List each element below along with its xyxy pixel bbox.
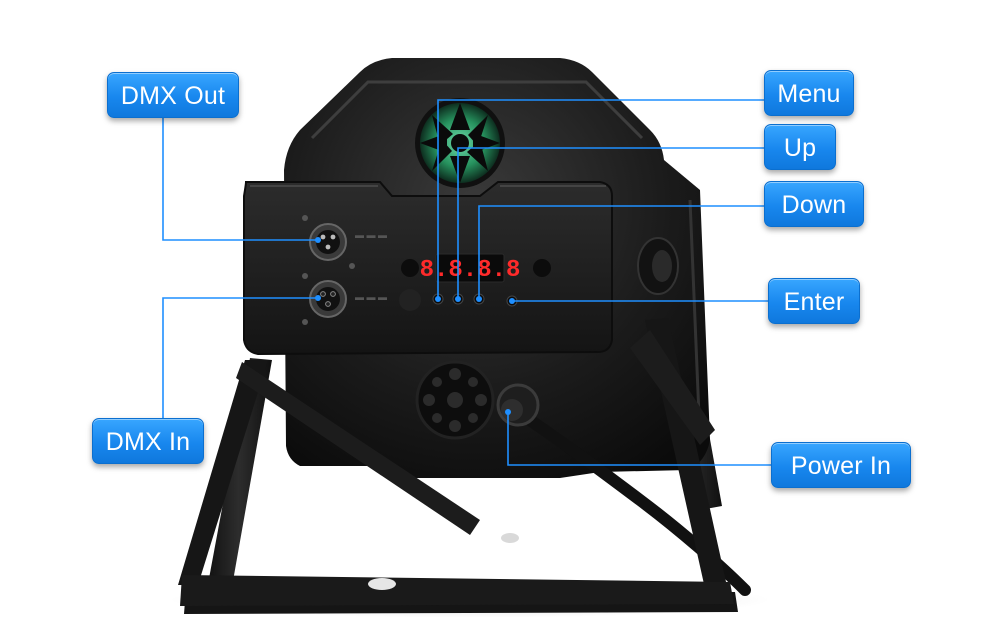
leader-menu xyxy=(437,99,764,299)
dmx-out-connector: ▬ ▬ ▬ xyxy=(302,215,387,269)
leader-dmx-out xyxy=(162,116,318,241)
menu-label: Menu xyxy=(764,70,854,116)
sound-sensor-grille xyxy=(399,259,551,311)
leader-lines xyxy=(162,99,771,466)
leader-dmx-in xyxy=(162,297,318,418)
display-digits: 8.8.8.8 xyxy=(420,257,521,284)
down-label: Down xyxy=(764,181,864,227)
svg-text:▬ ▬ ▬: ▬ ▬ ▬ xyxy=(355,292,387,302)
up-label: Up xyxy=(764,124,836,170)
top-cooling-fan xyxy=(415,98,505,188)
enter-label: Enter xyxy=(768,278,860,324)
power-in-label: Power In xyxy=(771,442,911,488)
bracket-knob xyxy=(637,237,679,295)
dmx-in-connector: ▬ ▬ ▬ xyxy=(302,273,387,325)
leader-endpoints xyxy=(315,237,515,415)
leader-power-in xyxy=(507,412,771,466)
bottom-cooling-fan xyxy=(415,360,495,440)
dmx-out-label: DMX Out xyxy=(107,72,239,118)
front-stand xyxy=(178,318,734,606)
led-display: 8.8.8.8 xyxy=(420,253,521,284)
leader-down xyxy=(478,205,764,299)
leader-up xyxy=(457,147,764,299)
svg-text:▬ ▬ ▬: ▬ ▬ ▬ xyxy=(355,230,387,240)
dmx-in-label: DMX In xyxy=(92,418,204,464)
